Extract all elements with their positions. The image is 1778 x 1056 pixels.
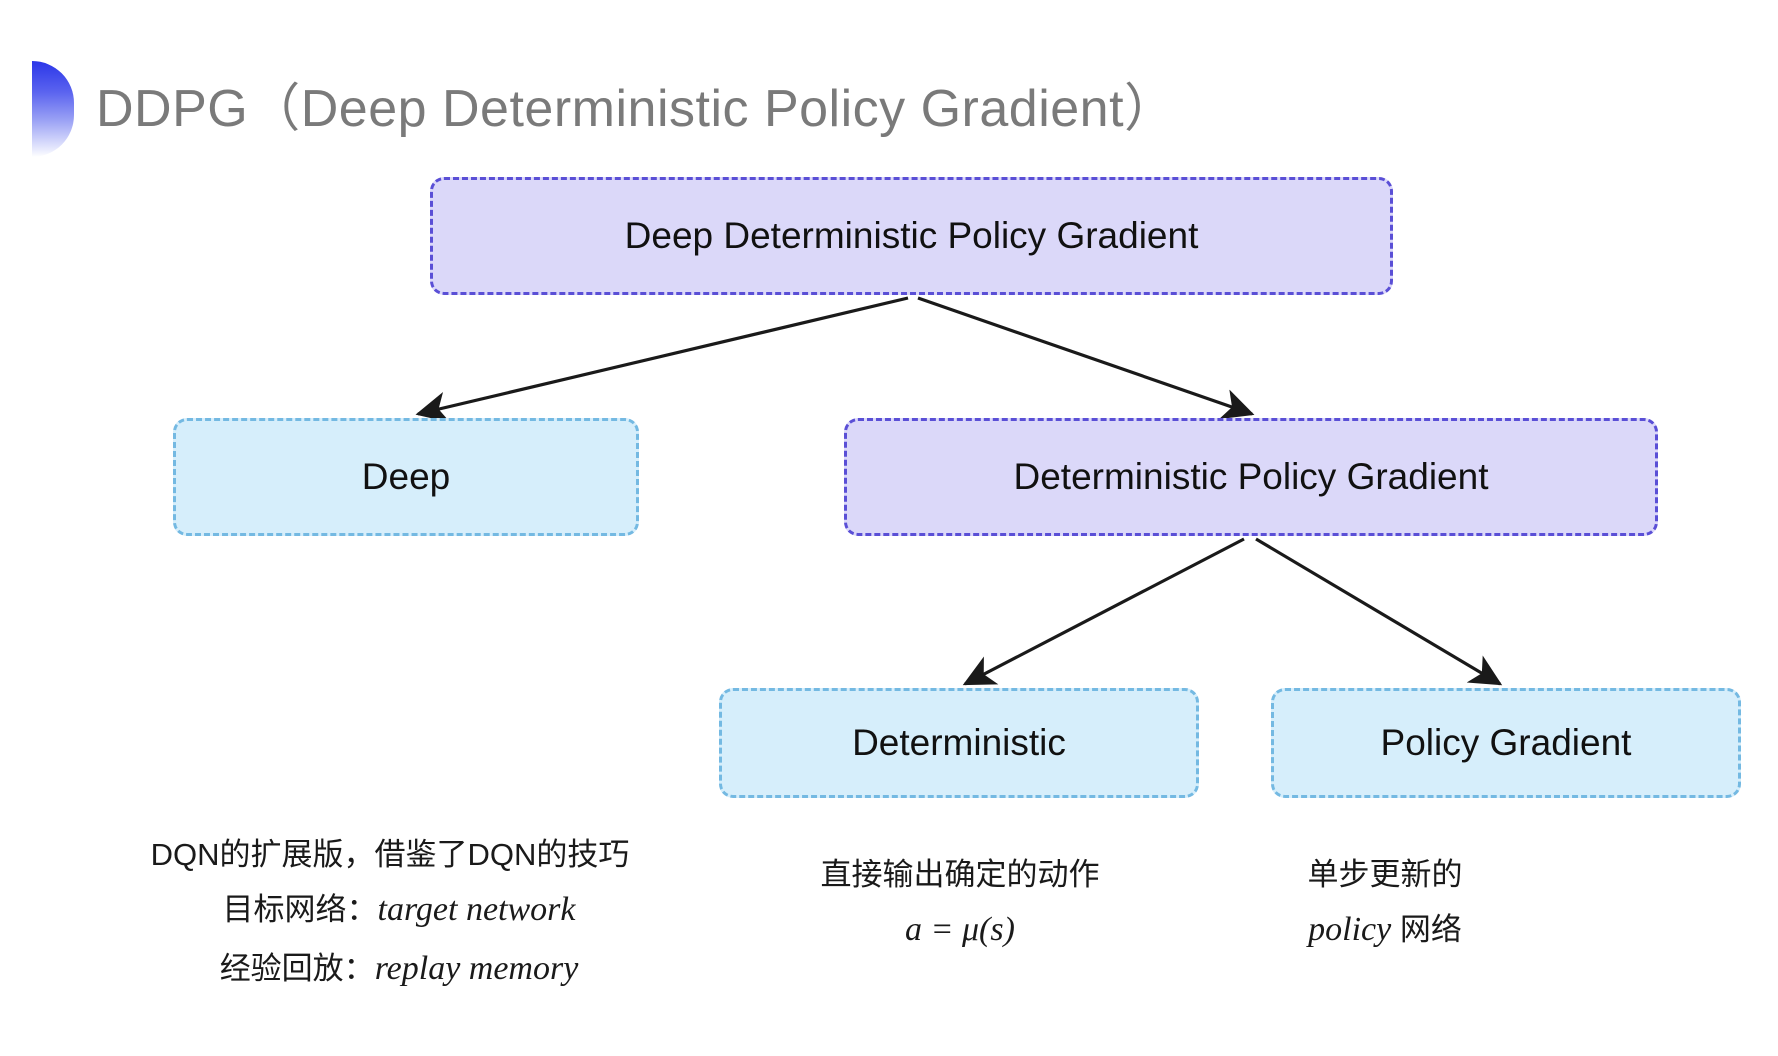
node-policy-gradient[interactable]: Policy Gradient <box>1271 688 1741 798</box>
node-policy-gradient-label: Policy Gradient <box>1380 721 1632 763</box>
slide-title-row: DDPG（Deep Deterministic Policy Gradient） <box>0 56 1177 162</box>
edge-root-deep <box>415 296 909 423</box>
caption-deep-line3-label: 经验回放： <box>219 950 375 986</box>
node-deep[interactable]: Deep <box>173 418 639 536</box>
caption-deep-line3: 经验回放：replay memory <box>100 940 680 998</box>
edge-dpg-policy-gradient <box>1255 537 1503 686</box>
caption-deterministic-formula: a = μ(s) <box>905 911 1015 949</box>
caption-deterministic: 直接输出确定的动作 a = μ(s) <box>740 848 1180 960</box>
edge-root-dpg <box>917 296 1255 420</box>
node-root[interactable]: Deep Deterministic Policy Gradient <box>430 177 1393 295</box>
caption-deep-line3-term: replay memory <box>374 949 579 987</box>
node-deterministic[interactable]: Deterministic <box>719 688 1199 798</box>
caption-deep-line2: 目标网络：target network <box>100 881 680 939</box>
caption-deep: DQN的扩展版，借鉴了DQN的技巧 目标网络：target network 经验… <box>100 828 680 998</box>
caption-policy-gradient: 单步更新的 policy 网络 <box>1190 848 1580 960</box>
caption-policy-gradient-line2: policy 网络 <box>1190 901 1580 959</box>
caption-deterministic-line1: 直接输出确定的动作 <box>820 857 1100 892</box>
page-title: DDPG（Deep Deterministic Policy Gradient） <box>96 80 1177 138</box>
caption-deep-line2-label: 目标网络： <box>222 892 378 928</box>
node-deep-label: Deep <box>361 455 451 497</box>
caption-policy-gradient-rest: 网络 <box>1391 912 1462 948</box>
node-root-label: Deep Deterministic Policy Gradient <box>624 214 1199 256</box>
node-dpg-label: Deterministic Policy Gradient <box>1013 455 1489 497</box>
node-deterministic-policy-gradient[interactable]: Deterministic Policy Gradient <box>844 418 1658 536</box>
node-deterministic-label: Deterministic <box>852 721 1066 763</box>
caption-deep-line1: DQN的扩展版，借鉴了DQN的技巧 <box>150 837 630 872</box>
caption-policy-gradient-term: policy <box>1308 911 1392 949</box>
edge-dpg-deterministic <box>962 537 1245 686</box>
caption-policy-gradient-line1: 单步更新的 <box>1307 857 1463 892</box>
caption-deep-line2-term: target network <box>377 891 576 929</box>
half-circle-gradient-icon <box>32 61 74 157</box>
